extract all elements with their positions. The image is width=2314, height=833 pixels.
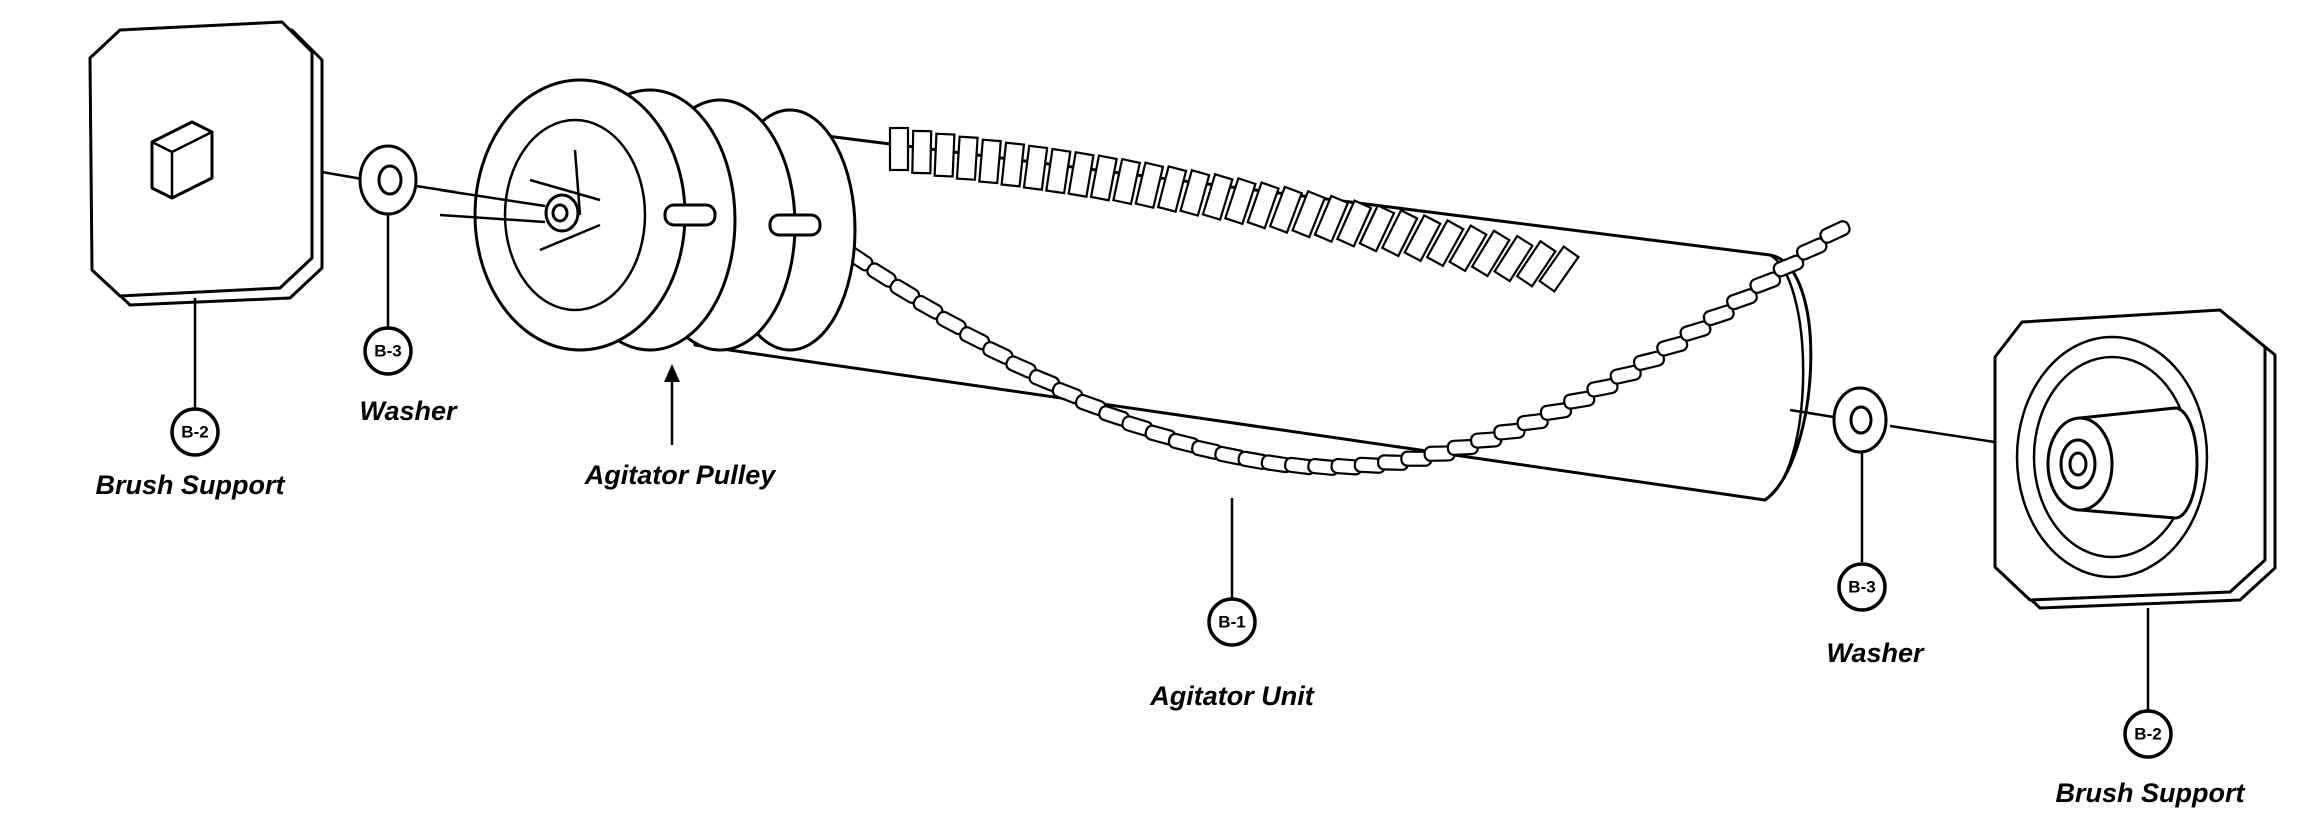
bristle-tuft xyxy=(1425,218,1465,268)
bristle-tuft xyxy=(911,129,933,175)
callout-left-brush-support-label: Brush Support xyxy=(96,470,286,500)
bristle-tuft xyxy=(1380,208,1419,258)
bristle-tuft xyxy=(1656,335,1689,357)
bristle-tuft xyxy=(933,132,956,178)
callout-agitator-unit-label: Agitator Unit xyxy=(1149,681,1314,711)
bristle-tuft xyxy=(1000,141,1026,188)
bristle-tuft xyxy=(1448,224,1488,273)
bristle-tuft xyxy=(1156,165,1188,213)
bristle-tuft xyxy=(1268,185,1304,234)
callout-right-washer-label: Washer xyxy=(1826,638,1925,668)
bristle-tuft xyxy=(1470,229,1511,278)
callout-agitator-pulley: Agitator Pulley xyxy=(584,364,778,490)
callout-agitator-unit: B-1 Agitator Unit xyxy=(1149,498,1315,711)
bristle-tuft xyxy=(1089,154,1118,202)
bristle-tuft xyxy=(1538,245,1580,293)
bristle-tuft xyxy=(1112,157,1142,206)
right-brush-support-part xyxy=(1993,308,2277,610)
bristle-tuft xyxy=(1515,239,1557,288)
bristle-tuft xyxy=(1291,189,1327,239)
callout-agitator-unit-code: B-1 xyxy=(1218,613,1245,632)
left-washer-part xyxy=(358,144,456,216)
bristle-tuft xyxy=(1749,271,1782,294)
bristle-tuft xyxy=(1246,181,1280,230)
bristle-tuft xyxy=(1702,304,1735,327)
bristle-tuft xyxy=(1403,213,1442,263)
callout-agitator-pulley-label: Agitator Pulley xyxy=(584,460,778,490)
callout-right-washer: B-3 Washer xyxy=(1826,452,1925,668)
bristle-tuft xyxy=(1313,194,1350,244)
callout-right-brush-support-code: B-2 xyxy=(2134,725,2161,744)
bristle-tuft xyxy=(1223,176,1257,226)
bristle-tuft xyxy=(1726,288,1758,311)
callout-right-brush-support-label: Brush Support xyxy=(2056,778,2246,808)
bristle-tuft xyxy=(1819,220,1851,244)
callout-left-brush-support: B-2 Brush Support xyxy=(96,298,286,500)
bristle-tuft xyxy=(1679,320,1712,342)
callout-right-brush-support: B-2 Brush Support xyxy=(2056,608,2246,808)
bristle-tuft xyxy=(1632,350,1666,371)
agitator-unit-part xyxy=(439,78,1851,502)
callout-right-washer-code: B-3 xyxy=(1848,578,1875,597)
bristle-tuft xyxy=(1022,144,1049,191)
bristle-tuft xyxy=(1493,234,1534,283)
bristle-tuft xyxy=(1067,151,1095,198)
bristle-tuft xyxy=(1045,147,1072,195)
callout-left-washer-code: B-3 xyxy=(374,342,401,361)
bristle-tuft xyxy=(1335,199,1373,248)
callout-left-brush-support-code: B-2 xyxy=(181,423,208,442)
callout-left-washer-label: Washer xyxy=(359,396,458,426)
left-brush-support-part xyxy=(88,20,369,307)
bristle-tuft xyxy=(978,138,1002,185)
bristle-tuft xyxy=(1179,168,1211,217)
bristle-tuft xyxy=(1134,161,1165,210)
callout-left-washer: B-3 Washer xyxy=(359,214,458,426)
bristle-tuft xyxy=(1201,172,1234,222)
bristle-tuft xyxy=(1358,203,1396,253)
bristle-tuft xyxy=(888,126,910,172)
bristle-tuft xyxy=(1586,378,1619,398)
bristle-tuft xyxy=(955,135,979,181)
bristle-tuft xyxy=(1609,364,1642,385)
